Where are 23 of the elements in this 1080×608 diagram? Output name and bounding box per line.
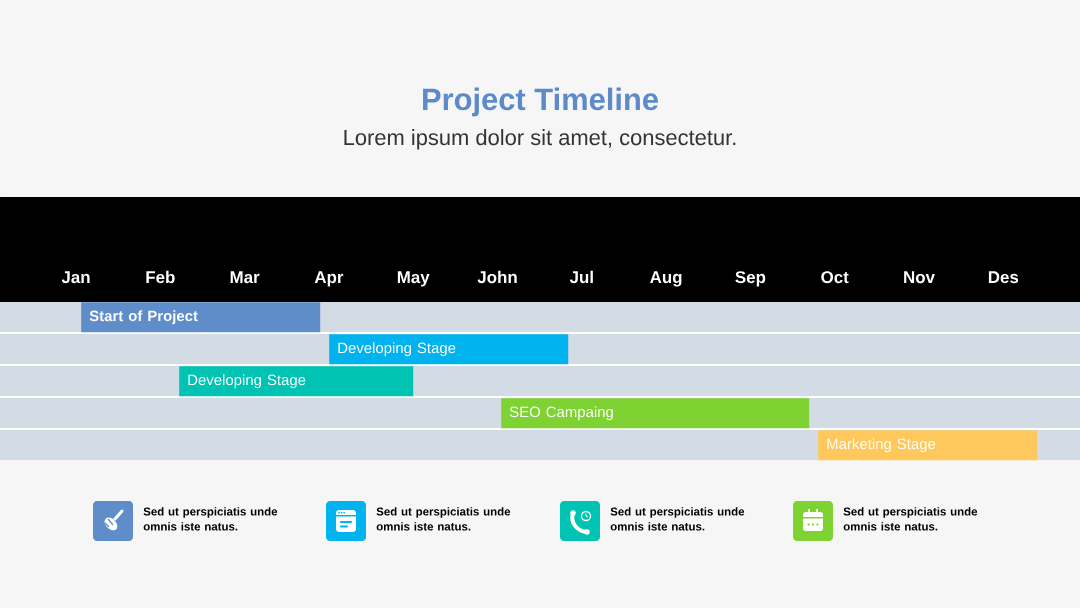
subtitle: Lorem ipsum dolor sit amet, consectetur. bbox=[344, 129, 736, 150]
task-bar: Developing Stage bbox=[329, 334, 569, 365]
month-label: Apr bbox=[314, 271, 344, 287]
month-label: Des bbox=[988, 271, 1019, 284]
month-label: John bbox=[477, 270, 517, 284]
task-bar: Developing Stage bbox=[179, 366, 414, 397]
month-label: Jul bbox=[569, 270, 593, 284]
title: Project Timeline bbox=[423, 87, 658, 117]
month-label: May bbox=[397, 271, 430, 287]
description-text: Sed ut perspiciatis unde omnis iste natus. bbox=[376, 507, 511, 531]
description-text: Sed ut perspiciatis unde omnis iste natus. bbox=[143, 507, 278, 531]
month-label: Sep bbox=[735, 271, 766, 287]
month-label: Feb bbox=[146, 270, 175, 284]
month-label: Oct bbox=[821, 271, 849, 284]
month-label: Nov bbox=[904, 271, 935, 284]
task-bar: Marketing Stage bbox=[818, 430, 1038, 461]
task-bar: SEO Campaing bbox=[501, 398, 810, 429]
month-label: Aug bbox=[650, 271, 682, 287]
description-text: Sed ut perspiciatis unde omnis iste natus. bbox=[610, 507, 745, 531]
month-label: Jan bbox=[61, 271, 90, 284]
description-text: Sed ut perspiciatis unde omnis iste natus. bbox=[843, 507, 978, 531]
task-bar: Start of Project bbox=[81, 302, 321, 333]
month-label: Mar bbox=[230, 271, 260, 284]
